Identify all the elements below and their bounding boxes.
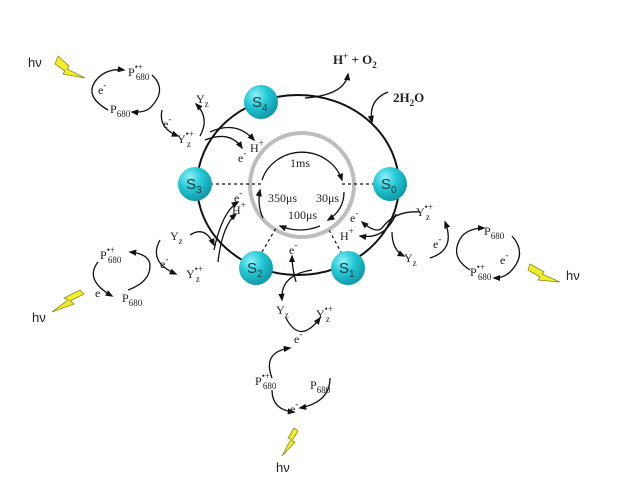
s-state-3: S3 xyxy=(178,167,212,201)
species-label: e- xyxy=(433,234,441,251)
lightning-bolt-icon xyxy=(51,289,85,313)
species-label: H+ xyxy=(250,138,264,155)
s-state-label: S3 xyxy=(186,176,202,196)
s-state-2: S2 xyxy=(239,251,273,285)
light-hv-label: hν xyxy=(28,55,42,70)
species-label: Y•+z xyxy=(316,304,333,324)
species-label: e- xyxy=(500,250,508,267)
timing-1ms: 1ms xyxy=(290,156,310,170)
species-label: e- xyxy=(160,254,168,271)
o2-release-arrow xyxy=(304,72,351,99)
lightning-bolt-icon xyxy=(54,55,86,79)
s-state-label: S2 xyxy=(247,260,263,280)
species-label: Y•+z xyxy=(186,264,203,284)
species-label: e- xyxy=(234,188,242,205)
water-input-label: 2H2O xyxy=(393,90,424,108)
light-hv-label: hν xyxy=(276,460,290,475)
species-label: e- xyxy=(98,80,106,97)
species-label: H+ xyxy=(340,226,354,243)
electron-transfer-arrows xyxy=(91,66,521,415)
o2-release-label: H+ + O2 xyxy=(333,51,377,70)
species-label: e- xyxy=(289,240,297,257)
species-label: Y•+z xyxy=(416,202,433,222)
species-label: P•+680 xyxy=(470,262,492,282)
s-state-4: S4 xyxy=(244,85,278,119)
dashed-connectors xyxy=(210,183,375,255)
inner-timing-ring xyxy=(248,131,356,239)
s-state-0: S0 xyxy=(373,167,407,201)
species-label: P•+680 xyxy=(255,371,277,391)
species-label: Yz xyxy=(196,92,209,109)
species-label: e- xyxy=(294,329,302,346)
species-label: P680 xyxy=(122,291,143,308)
species-label: e- xyxy=(163,114,171,131)
s-state-cycle-ring xyxy=(196,94,400,276)
species-label: P680 xyxy=(310,378,331,395)
s-state-sphere xyxy=(239,251,273,285)
timing-350us: 350μs xyxy=(268,191,297,205)
light-hv-label: hν xyxy=(566,268,580,283)
s-state-label: S0 xyxy=(381,176,397,196)
species-label: Yz xyxy=(276,303,289,320)
species-label: P•+680 xyxy=(128,62,150,82)
species-label: e- xyxy=(95,283,103,300)
timing-30us: 30μs xyxy=(316,191,339,205)
species-label: P•+680 xyxy=(100,245,122,265)
lightning-bolt-icon xyxy=(527,263,561,283)
s-state-sphere xyxy=(244,85,278,119)
s-state-1: S1 xyxy=(331,251,365,285)
species-label: Yz xyxy=(170,229,183,246)
species-label: e- xyxy=(350,208,358,225)
s-state-sphere xyxy=(331,251,365,285)
light-hv-label: hν xyxy=(32,310,46,325)
s-state-label: S1 xyxy=(339,260,355,280)
species-label: e- xyxy=(238,148,246,165)
species-label: e- xyxy=(290,399,298,416)
s-state-sphere xyxy=(178,167,212,201)
s-state-label: S4 xyxy=(252,94,268,114)
species-label: Yz xyxy=(404,251,417,268)
species-label: H+ xyxy=(232,200,246,217)
species-label: P680 xyxy=(484,224,505,241)
timing-arrows xyxy=(255,151,345,232)
timing-100us: 100μs xyxy=(288,208,317,222)
species-label: P680 xyxy=(110,102,131,119)
water-input-arrow xyxy=(367,91,389,124)
s-state-sphere xyxy=(373,167,407,201)
species-label: Y•+z xyxy=(177,129,194,149)
lightning-bolt-icon xyxy=(281,427,299,457)
